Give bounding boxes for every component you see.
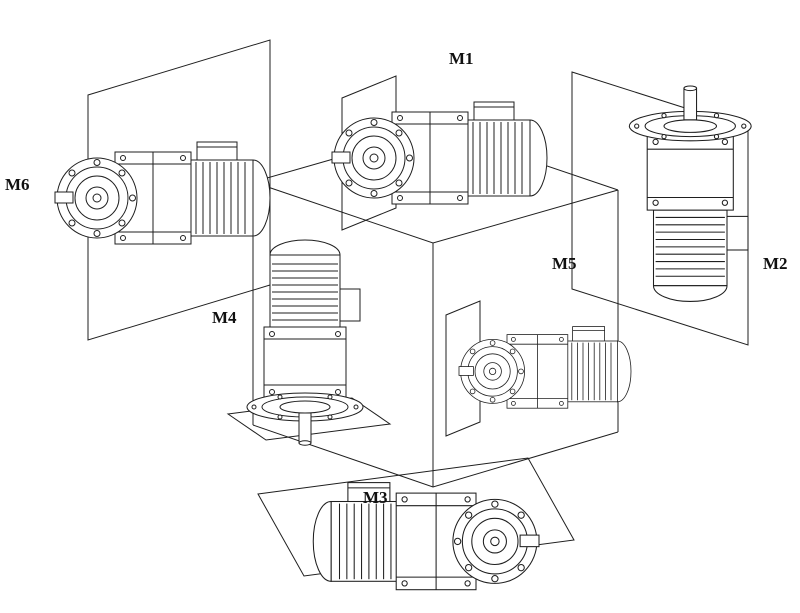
- gearmotor-m3-drawing: [312, 482, 540, 591]
- gearmotor-m4-drawing: [246, 239, 364, 446]
- gearmotor-m5-drawing: [458, 326, 632, 409]
- position-label-m6: M6: [5, 175, 30, 194]
- position-label-m5: M5: [552, 254, 577, 273]
- position-label-m2: M2: [763, 254, 788, 273]
- gearmotor-m1-drawing: [331, 101, 548, 205]
- position-label-m4: M4: [212, 308, 237, 327]
- position-label-m3: M3: [363, 488, 388, 507]
- mounting-plane-m5: [445, 300, 481, 437]
- mounting-plane-m1: [341, 75, 397, 231]
- gearmotor-m2-drawing: [628, 85, 752, 302]
- position-label-m1: M1: [449, 49, 474, 68]
- mounting-plane-m3: [257, 457, 575, 577]
- gearmotor-m6-drawing: [54, 141, 271, 245]
